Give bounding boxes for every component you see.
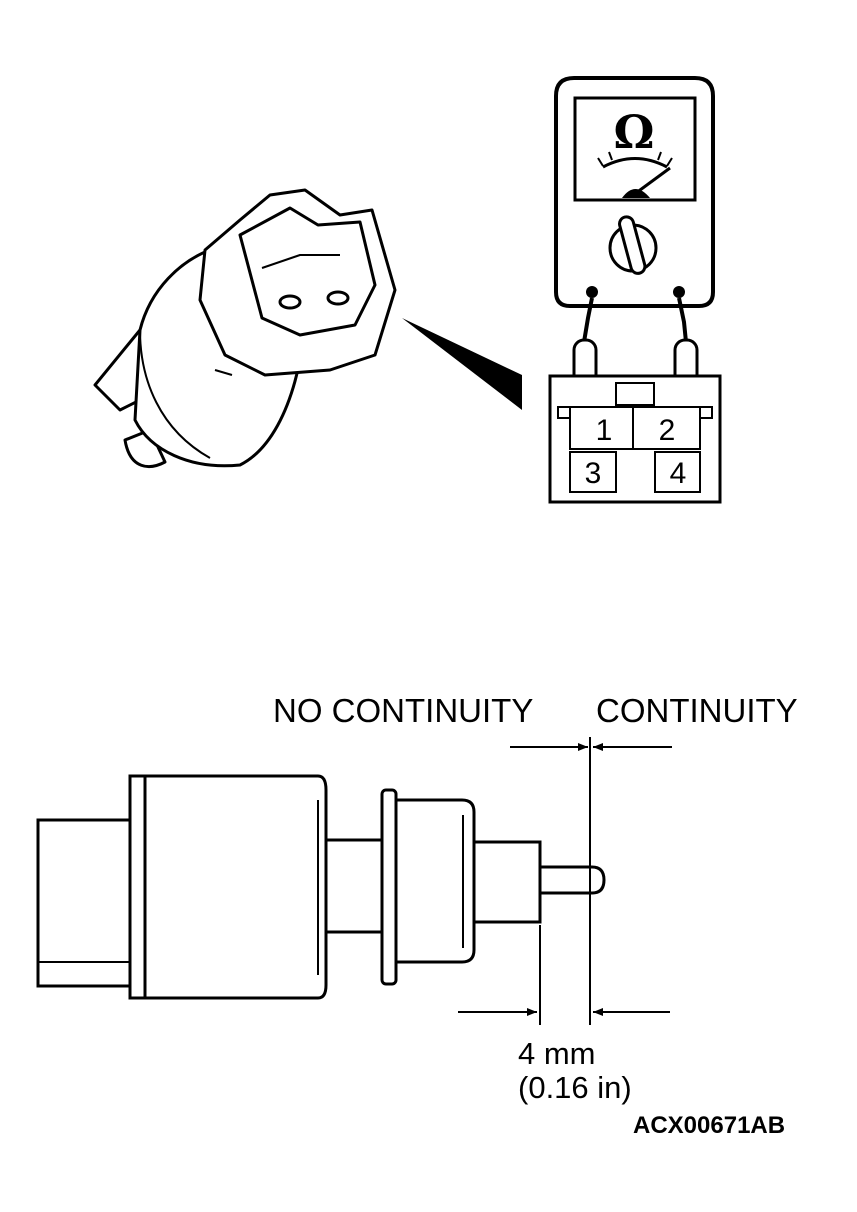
leader-wedge [402, 318, 522, 410]
pin-4-label: 4 [670, 457, 687, 490]
ohmmeter: Ω [554, 76, 715, 308]
ohm-symbol: Ω [614, 105, 655, 159]
no-continuity-label: NO CONTINUITY [273, 692, 534, 729]
connector-pin-labels: 1 2 3 4 [585, 414, 687, 490]
pin-3-label: 3 [585, 457, 602, 490]
probe-jack-right [673, 286, 685, 298]
figure-code: ACX00671AB [633, 1112, 786, 1139]
dimension-mm-label: 4 mm [518, 1036, 596, 1071]
switch-side-view [36, 774, 606, 1000]
continuity-label: CONTINUITY [596, 692, 798, 729]
switch-perspective [93, 188, 397, 469]
connector-face [548, 374, 722, 504]
dimension-lines [458, 737, 672, 1025]
dimension-in-label: (0.16 in) [518, 1070, 632, 1105]
probe-jack-left [586, 286, 598, 298]
pin-2-label: 2 [659, 414, 676, 447]
pin-1-label: 1 [596, 414, 613, 447]
